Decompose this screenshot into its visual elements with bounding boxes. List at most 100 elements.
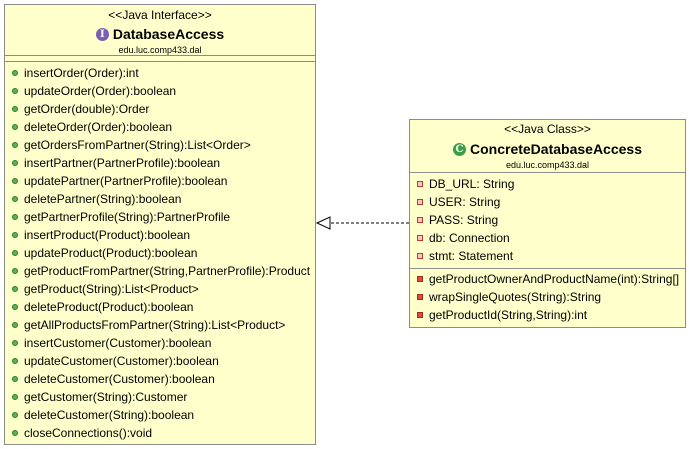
interface-method[interactable]: updateCustomer(Customer):boolean (5, 352, 315, 370)
interface-method[interactable]: insertCustomer(Customer):boolean (5, 334, 315, 352)
public-visibility-icon (12, 124, 18, 130)
interface-method-label: updateProduct(Product):boolean (24, 246, 198, 260)
interface-method[interactable]: closeConnections():void (5, 424, 315, 442)
interface-method-label: getOrdersFromPartner(String):List<Order> (24, 138, 251, 152)
private-visibility-icon (417, 276, 423, 282)
public-visibility-icon (12, 322, 18, 328)
class-field[interactable]: db: Connection (410, 229, 685, 247)
realization-arrowhead (315, 216, 331, 230)
class-field-label: USER: String (429, 195, 501, 209)
interface-method-label: getProduct(String):List<Product> (24, 282, 199, 296)
interface-method[interactable]: deleteCustomer(String):boolean (5, 406, 315, 424)
interface-method-label: insertProduct(Product):boolean (24, 228, 191, 242)
interface-method[interactable]: updatePartner(PartnerProfile):boolean (5, 172, 315, 190)
interface-method-label: deleteCustomer(Customer):boolean (24, 372, 215, 386)
interface-method[interactable]: deleteOrder(Order):boolean (5, 118, 315, 136)
interface-method[interactable]: getOrdersFromPartner(String):List<Order> (5, 136, 315, 154)
interface-method[interactable]: updateOrder(Order):boolean (5, 82, 315, 100)
public-visibility-icon (12, 178, 18, 184)
private-visibility-icon (417, 217, 423, 223)
interface-method-label: updateCustomer(Customer):boolean (24, 354, 219, 368)
private-visibility-icon (417, 253, 423, 259)
public-visibility-icon (12, 88, 18, 94)
interface-method-label: getOrder(double):Order (24, 102, 150, 116)
private-visibility-icon (417, 181, 423, 187)
interface-method-label: deleteCustomer(String):boolean (24, 408, 195, 422)
interface-icon: I (95, 27, 109, 41)
class-method[interactable]: getProductOwnerAndProductName(int):Strin… (410, 270, 685, 288)
concrete-database-access-class-box[interactable]: <<Java Class>> C ConcreteDatabaseAccess … (409, 119, 686, 328)
interface-method-label: insertCustomer(Customer):boolean (24, 336, 212, 350)
class-icon: C (453, 142, 466, 156)
public-visibility-icon (12, 340, 18, 346)
interface-method-list: insertOrder(Order):int updateOrder(Order)… (5, 62, 315, 442)
interface-method-label: getProductFromPartner(String,PartnerProf… (24, 264, 311, 278)
interface-method[interactable]: deleteCustomer(Customer):boolean (5, 370, 315, 388)
interface-method[interactable]: insertOrder(Order):int (5, 64, 315, 82)
interface-method[interactable]: getPartnerProfile(String):PartnerProfile (5, 208, 315, 226)
interface-method[interactable]: insertPartner(PartnerProfile):boolean (5, 154, 315, 172)
interface-method[interactable]: insertProduct(Product):boolean (5, 226, 315, 244)
class-header: <<Java Class>> C ConcreteDatabaseAccess … (410, 120, 685, 172)
class-field[interactable]: DB_URL: String (410, 175, 685, 193)
interface-divider (5, 61, 315, 62)
interface-method-label: deleteOrder(Order):boolean (24, 120, 173, 134)
private-visibility-icon (417, 235, 423, 241)
interface-stereotype: <<Java Interface>> (108, 8, 212, 22)
class-method[interactable]: getProductId(String,String):int (410, 306, 685, 324)
interface-method[interactable]: getProductFromPartner(String,PartnerProf… (5, 262, 315, 280)
interface-method-label: insertPartner(PartnerProfile):boolean (24, 156, 221, 170)
public-visibility-icon (12, 70, 18, 76)
public-visibility-icon (12, 376, 18, 382)
class-field-label: db: Connection (429, 231, 510, 245)
interface-method-label: insertOrder(Order):int (24, 66, 139, 80)
class-field-label: PASS: String (429, 213, 499, 227)
class-field[interactable]: stmt: Statement (410, 247, 685, 265)
class-method-label: getProductOwnerAndProductName(int):Strin… (429, 272, 680, 286)
public-visibility-icon (12, 286, 18, 292)
database-access-interface-box[interactable]: <<Java Interface>> I DatabaseAccess edu.… (4, 4, 316, 445)
interface-title-row: I DatabaseAccess (5, 25, 315, 43)
interface-method[interactable]: getCustomer(String):Customer (5, 388, 315, 406)
public-visibility-icon (12, 250, 18, 256)
interface-method-label: getPartnerProfile(String):PartnerProfile (24, 210, 231, 224)
public-visibility-icon (12, 358, 18, 364)
interface-method[interactable]: getOrder(double):Order (5, 100, 315, 118)
public-visibility-icon (12, 142, 18, 148)
public-visibility-icon (12, 232, 18, 238)
class-name: ConcreteDatabaseAccess (470, 141, 642, 157)
private-visibility-icon (417, 294, 423, 300)
class-title-row: C ConcreteDatabaseAccess (410, 140, 685, 158)
interface-method-label: deletePartner(String):boolean (24, 192, 182, 206)
class-field[interactable]: USER: String (410, 193, 685, 211)
class-field-label: stmt: Statement (429, 249, 514, 263)
interface-method[interactable]: deleteProduct(Product):boolean (5, 298, 315, 316)
interface-method[interactable]: getProduct(String):List<Product> (5, 280, 315, 298)
interface-name: DatabaseAccess (112, 26, 225, 42)
interface-method-label: updatePartner(PartnerProfile):boolean (24, 174, 228, 188)
interface-method-label: getCustomer(String):Customer (24, 390, 188, 404)
public-visibility-icon (12, 394, 18, 400)
class-field[interactable]: PASS: String (410, 211, 685, 229)
interface-method-label: getAllProductsFromPartner(String):List<P… (24, 318, 286, 332)
interface-method[interactable]: getAllProductsFromPartner(String):List<P… (5, 316, 315, 334)
public-visibility-icon (12, 106, 18, 112)
public-visibility-icon (12, 160, 18, 166)
public-visibility-icon (12, 268, 18, 274)
private-visibility-icon (417, 312, 423, 318)
interface-header: <<Java Interface>> I DatabaseAccess edu.… (5, 5, 315, 55)
public-visibility-icon (12, 430, 18, 436)
interface-method-label: updateOrder(Order):boolean (24, 84, 177, 98)
interface-method[interactable]: updateProduct(Product):boolean (5, 244, 315, 262)
interface-method[interactable]: deletePartner(String):boolean (5, 190, 315, 208)
interface-divider (5, 55, 315, 56)
class-divider (410, 172, 685, 173)
interface-package: edu.luc.comp433.dal (118, 45, 202, 55)
class-divider (410, 268, 685, 269)
class-stereotype: <<Java Class>> (504, 122, 591, 136)
class-method[interactable]: wrapSingleQuotes(String):String (410, 288, 685, 306)
class-field-label: DB_URL: String (429, 177, 515, 191)
class-method-list: getProductOwnerAndProductName(int):Strin… (410, 269, 685, 324)
